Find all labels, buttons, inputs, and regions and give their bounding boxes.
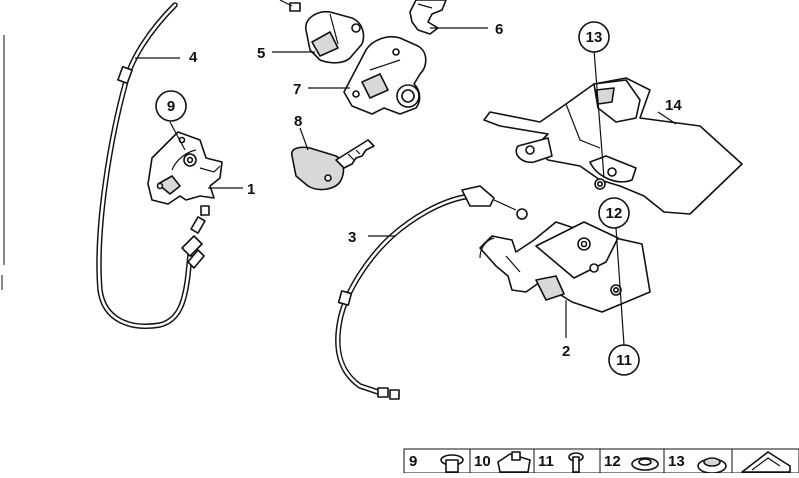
part-8-key bbox=[290, 139, 375, 191]
part-7-lock-assembly bbox=[343, 35, 427, 115]
legend-thumb-11 bbox=[568, 452, 584, 473]
legend-thumb-12 bbox=[631, 457, 659, 471]
part-14-bracket-plate bbox=[483, 77, 743, 215]
circled-label-12: 12 bbox=[598, 197, 630, 229]
legend-label-11: 11 bbox=[538, 453, 554, 470]
leader-12-11 bbox=[615, 227, 625, 346]
svg-text:13: 13 bbox=[586, 29, 603, 46]
part-4-cable bbox=[96, 2, 210, 329]
svg-text:12: 12 bbox=[606, 205, 623, 222]
legend-strip: 9 10 11 12 13 bbox=[403, 448, 799, 474]
circled-label-11: 11 bbox=[608, 344, 640, 376]
part-label-3: 3 bbox=[348, 229, 356, 246]
legend-label-10: 10 bbox=[474, 453, 491, 470]
leader-14 bbox=[657, 111, 677, 125]
part-label-6: 6 bbox=[495, 21, 503, 38]
part-3-cable bbox=[335, 185, 528, 400]
legend-thumb-10 bbox=[497, 451, 531, 473]
part-label-7: 7 bbox=[293, 81, 301, 98]
part-5-cylinder-housing bbox=[279, 0, 365, 64]
part-2-latch bbox=[479, 221, 651, 313]
legend-thumb-13 bbox=[697, 457, 727, 474]
part-6-clip bbox=[409, 0, 447, 35]
part-label-14: 14 bbox=[665, 97, 682, 114]
legend-label-13: 13 bbox=[668, 453, 685, 470]
legend-label-9: 9 bbox=[409, 453, 417, 470]
svg-text:9: 9 bbox=[167, 98, 175, 115]
circled-label-13: 13 bbox=[578, 21, 610, 53]
legend-label-12: 12 bbox=[604, 453, 621, 470]
leader-8 bbox=[299, 127, 309, 151]
arrow-icon bbox=[741, 451, 791, 473]
leader-13 bbox=[593, 49, 605, 179]
part-label-1: 1 bbox=[247, 181, 255, 198]
leader-9 bbox=[169, 121, 186, 151]
part-label-2: 2 bbox=[562, 343, 570, 360]
circled-label-9: 9 bbox=[155, 90, 187, 122]
part-label-4: 4 bbox=[189, 49, 198, 66]
svg-text:11: 11 bbox=[616, 352, 632, 369]
part-label-5: 5 bbox=[257, 45, 265, 62]
part-label-8: 8 bbox=[294, 113, 302, 130]
legend-thumb-9 bbox=[440, 454, 464, 473]
part-1-lock bbox=[147, 131, 223, 205]
